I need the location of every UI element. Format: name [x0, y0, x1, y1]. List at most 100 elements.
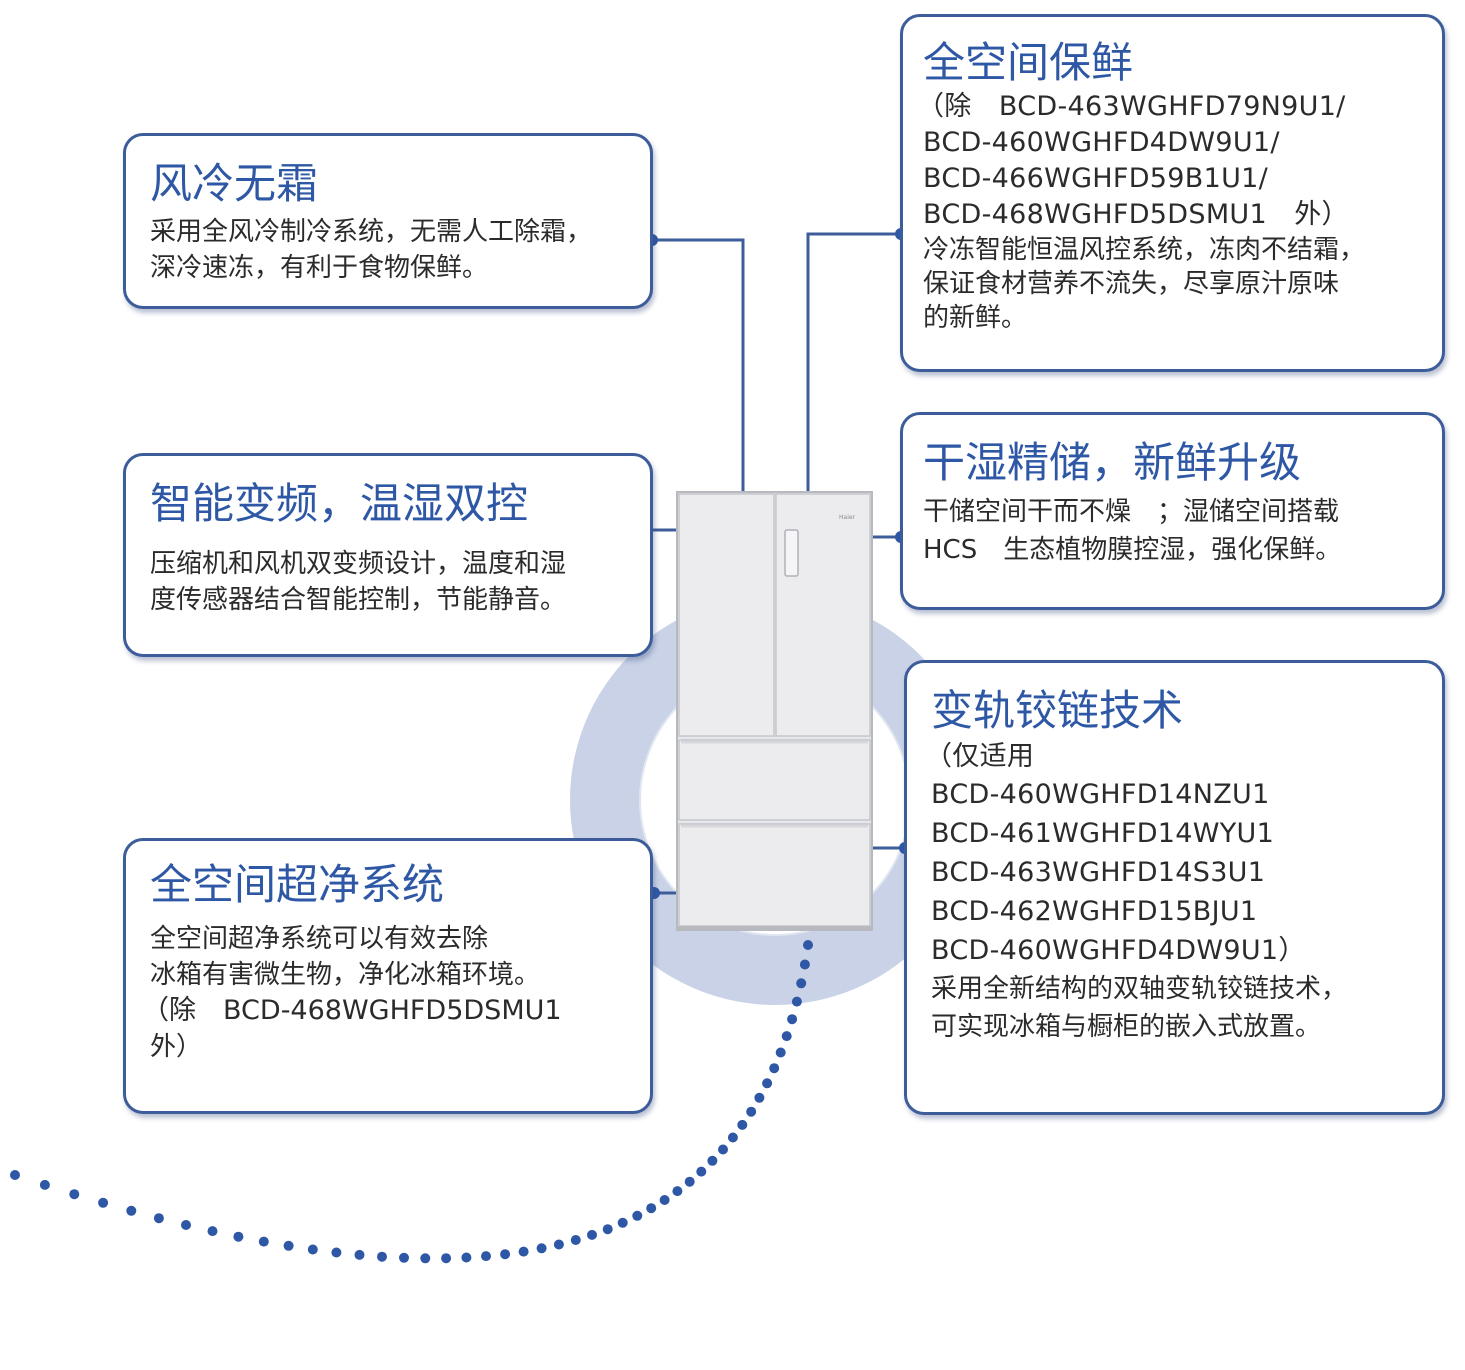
- arc-dot: [796, 978, 807, 989]
- feature-title: 变轨铰链技术: [931, 686, 1184, 735]
- description-line: 冰箱有害微生物，净化冰箱环境。: [150, 960, 541, 990]
- model-list: （除 BCD-463WGHFD79N9U1/ BCD-460WGHFD4DW9U…: [917, 89, 1442, 233]
- arc-dot: [331, 1247, 342, 1258]
- connector-lines: [652, 232, 905, 895]
- fridge-brand-logo: Haier: [839, 514, 856, 521]
- arc-dot: [632, 1210, 643, 1221]
- arc-dot: [696, 1166, 707, 1177]
- arc-dot: [646, 1203, 657, 1214]
- feature-description: 干储空间干而不燥 ；湿储空间搭载 HCS 生态植物膜控湿，强化保鲜。: [923, 493, 1442, 569]
- feature-title: 全空间保鲜: [923, 38, 1134, 87]
- description-line: 冷冻智能恒温风控系统，冻肉不结霜，: [923, 235, 1366, 265]
- feature-title: 干湿精储，新鲜升级: [923, 438, 1302, 487]
- feature-card-purify: 全空间超净系统 全空间超净系统可以有效去除 冰箱有害微生物，净化冰箱环境。 （除…: [123, 838, 653, 1114]
- arc-dot: [420, 1253, 431, 1264]
- arc-dot: [762, 1078, 773, 1089]
- description-line: 的新鲜。: [923, 303, 1028, 333]
- feature-card-inverter: 智能变频，温湿双控 压缩机和风机双变频设计，温度和湿 度传感器结合智能控制，节能…: [123, 453, 653, 657]
- feature-card-air-cooling: 风冷无霜 采用全风冷制冷系统，无需人工除霜， 深冷速冻，有利于食物保鲜。: [123, 133, 653, 309]
- arc-dot: [283, 1240, 294, 1251]
- arc-dot: [69, 1189, 80, 1200]
- feature-card-fresh: 全空间保鲜 （除 BCD-463WGHFD79N9U1/ BCD-460WGHF…: [900, 14, 1445, 372]
- arc-dot: [602, 1224, 613, 1235]
- fridge-base: [677, 926, 872, 930]
- arc-dot: [536, 1243, 547, 1254]
- description-line: HCS 生态植物膜控湿，强化保鲜。: [923, 535, 1342, 565]
- arc-dot: [377, 1251, 387, 1262]
- feature-title: 风冷无霜: [150, 159, 319, 208]
- arc-dot: [672, 1186, 683, 1197]
- arc-dot: [684, 1176, 695, 1187]
- arc-dot: [441, 1253, 452, 1264]
- arc-dot: [98, 1197, 109, 1208]
- model-line: （仅适用: [925, 741, 1035, 772]
- description-line: 全空间超净系统可以有效去除: [150, 924, 489, 954]
- arc-dot: [233, 1231, 244, 1242]
- arc-dot: [707, 1155, 718, 1166]
- feature-card-dry-wet: 干湿精储，新鲜升级 干储空间干而不燥 ；湿储空间搭载 HCS 生态植物膜控湿，强…: [900, 412, 1445, 610]
- arc-dot: [659, 1195, 670, 1205]
- description-line: 度传感器结合智能控制，节能静音。: [150, 585, 567, 615]
- model-list: （仅适用 BCD-460WGHFD14NZU1 BCD-461WGHFD14WY…: [925, 739, 1442, 970]
- arc-dot: [791, 996, 802, 1007]
- model-line: BCD-468WGHFD5DSMU1 外）: [923, 199, 1349, 230]
- arc-dot: [754, 1092, 765, 1103]
- description-line: 采用全新结构的双轴变轨铰链技术，: [931, 974, 1348, 1004]
- arc-dot: [775, 1047, 786, 1058]
- model-exclusion-line: （除 BCD-468WGHFD5DSMU1: [142, 995, 562, 1026]
- description-line: 保证食材营养不流失，尽享原汁原味: [923, 269, 1340, 299]
- arc-dot: [746, 1106, 757, 1117]
- description-line: 采用全风冷制冷系统，无需人工除霜，: [150, 217, 593, 247]
- arc-dot: [553, 1239, 564, 1250]
- model-line: BCD-460WGHFD4DW9U1/: [923, 127, 1280, 158]
- arc-dot: [799, 959, 810, 970]
- arc-dot: [207, 1226, 218, 1237]
- arc-dot: [718, 1144, 728, 1155]
- arc-dot: [153, 1213, 164, 1224]
- arc-dot: [126, 1205, 137, 1216]
- feature-description: 采用全新结构的双轴变轨铰链技术， 可实现冰箱与橱柜的嵌入式放置。: [931, 970, 1442, 1046]
- arc-dot: [307, 1244, 318, 1255]
- arc-dot: [787, 1014, 798, 1025]
- arc-dot: [737, 1119, 748, 1130]
- arc-dot: [399, 1252, 409, 1263]
- arc-dot: [781, 1031, 792, 1042]
- connector-air-cooling: [652, 238, 745, 492]
- arc-dot: [461, 1252, 472, 1263]
- arc-dot: [803, 940, 813, 950]
- description-line: 压缩机和风机双变频设计，温度和湿: [150, 549, 567, 579]
- fridge-display-panel: [784, 529, 799, 577]
- feature-card-hinge: 变轨铰链技术 （仅适用 BCD-460WGHFD14NZU1 BCD-461WG…: [904, 660, 1445, 1115]
- description-line: 干储空间干而不燥 ；湿储空间搭载: [923, 497, 1340, 527]
- feature-title: 全空间超净系统: [150, 860, 445, 909]
- arc-dot: [481, 1251, 491, 1262]
- arc-dot: [10, 1170, 20, 1180]
- arc-dot: [727, 1132, 738, 1143]
- arc-dot: [39, 1179, 50, 1190]
- arc-dot: [617, 1217, 628, 1228]
- arc-dot: [518, 1246, 529, 1257]
- model-line: （除 BCD-463WGHFD79N9U1/: [917, 91, 1346, 122]
- model-line: BCD-463WGHFD14S3U1: [931, 857, 1266, 888]
- model-line: BCD-466WGHFD59B1U1/: [923, 163, 1269, 194]
- fridge-left-door: [678, 493, 775, 737]
- feature-description: 压缩机和风机双变频设计，温度和湿 度传感器结合智能控制，节能静音。: [150, 546, 650, 618]
- arc-dot: [769, 1063, 780, 1074]
- description-line: 可实现冰箱与橱柜的嵌入式放置。: [931, 1012, 1322, 1042]
- arc-dot: [181, 1220, 191, 1230]
- model-exclusion-line: 外）: [150, 1032, 203, 1062]
- arc-dot: [354, 1249, 365, 1260]
- arc-dot: [258, 1236, 269, 1247]
- model-line: BCD-460WGHFD14NZU1: [931, 779, 1270, 810]
- arc-dot: [570, 1235, 581, 1245]
- dotted-arc: [10, 940, 813, 1264]
- connector-fresh: [806, 232, 901, 492]
- fridge-drawer-bottom: [678, 823, 871, 927]
- arc-dot: [587, 1229, 597, 1240]
- feature-description: 冷冻智能恒温风控系统，冻肉不结霜， 保证食材营养不流失，尽享原汁原味 的新鲜。: [923, 233, 1442, 335]
- refrigerator-illustration: Haier: [676, 491, 873, 931]
- description-line: 深冷速冻，有利于食物保鲜。: [150, 253, 489, 283]
- model-line: BCD-460WGHFD4DW9U1）: [931, 935, 1306, 966]
- model-line: BCD-462WGHFD15BJU1: [931, 896, 1258, 927]
